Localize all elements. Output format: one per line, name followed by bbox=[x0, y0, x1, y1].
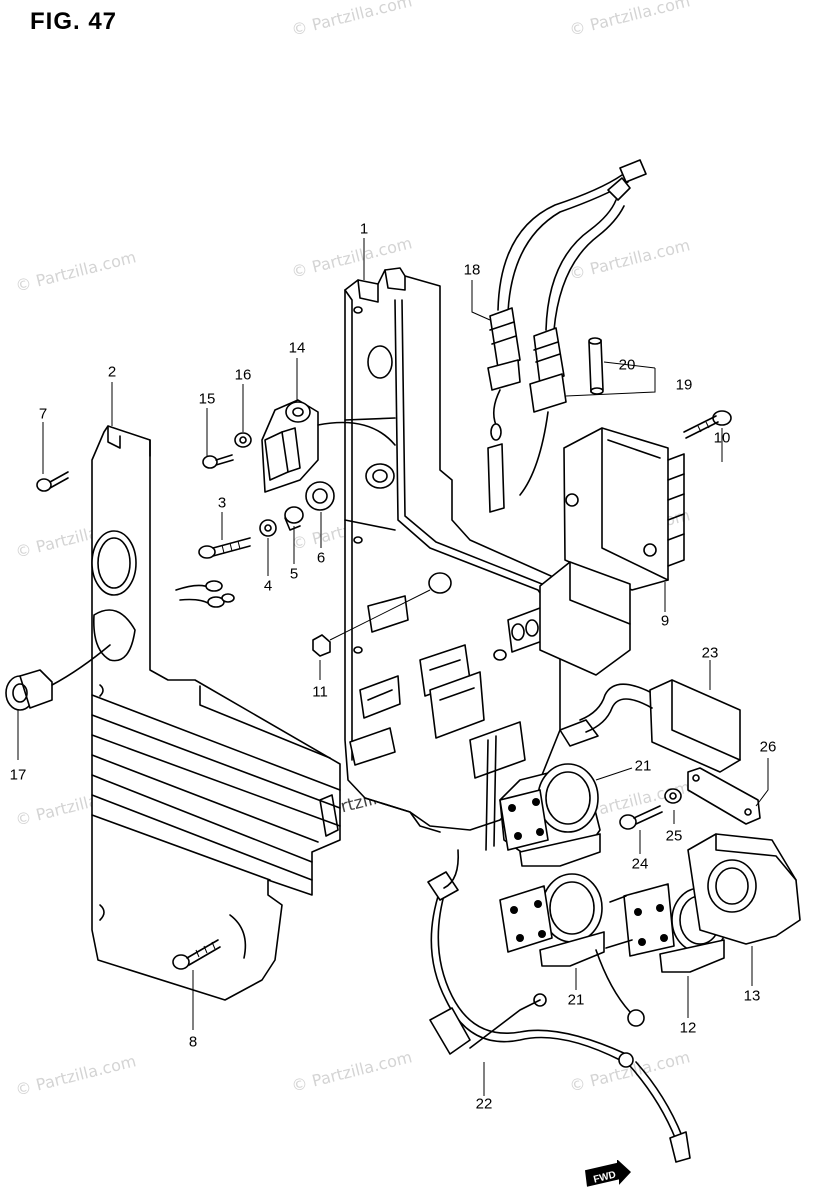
callout-8: 8 bbox=[188, 1033, 198, 1051]
callout-13: 13 bbox=[743, 987, 761, 1005]
collar-part-5 bbox=[285, 507, 303, 530]
callout-20: 20 bbox=[618, 356, 636, 374]
callout-2: 2 bbox=[107, 363, 117, 381]
washer-part-16 bbox=[235, 433, 251, 447]
callout-21-lower: 21 bbox=[567, 991, 585, 1009]
callout-21-upper: 21 bbox=[634, 757, 652, 775]
callout-19: 19 bbox=[675, 376, 693, 394]
callout-25: 25 bbox=[665, 827, 683, 845]
bolt-part-3 bbox=[199, 538, 250, 558]
cover-part-2 bbox=[92, 426, 340, 1000]
fuse-part-20 bbox=[589, 338, 603, 394]
callout-22: 22 bbox=[475, 1095, 493, 1113]
relay-part-21-lower bbox=[500, 874, 604, 966]
screw-part-24 bbox=[620, 806, 662, 829]
grommet-part-6 bbox=[306, 482, 334, 510]
screw-part-15 bbox=[203, 455, 233, 468]
callout-11: 11 bbox=[312, 683, 328, 701]
fwd-arrow-icon: FWD bbox=[585, 1160, 631, 1187]
callout-24: 24 bbox=[631, 855, 649, 873]
callout-6: 6 bbox=[316, 549, 326, 567]
fuse-harness-part-18-19 bbox=[488, 160, 646, 512]
callout-10: 10 bbox=[713, 429, 731, 447]
wire-terminals bbox=[176, 581, 234, 607]
callout-18: 18 bbox=[463, 261, 481, 279]
nut-part-11 bbox=[313, 635, 330, 656]
callout-5: 5 bbox=[289, 565, 299, 583]
strap-part-26 bbox=[688, 768, 760, 824]
module-block bbox=[540, 562, 630, 675]
callout-15: 15 bbox=[198, 390, 216, 408]
wire bbox=[494, 736, 496, 846]
leader-lines bbox=[18, 238, 768, 1096]
callout-4: 4 bbox=[263, 577, 273, 595]
bracket-part-1 bbox=[345, 268, 560, 832]
wire bbox=[486, 740, 488, 850]
callout-1: 1 bbox=[359, 220, 369, 238]
relay-part-21-upper bbox=[500, 764, 600, 866]
fwd-label: FWD bbox=[592, 1170, 617, 1186]
callout-7: 7 bbox=[38, 405, 48, 423]
screw-part-8 bbox=[173, 940, 220, 969]
washer-part-4 bbox=[260, 520, 276, 536]
sensor-part-17 bbox=[6, 645, 110, 710]
figure-title: FIG. 47 bbox=[30, 8, 118, 35]
screw-part-10 bbox=[684, 411, 731, 438]
mount-part-14 bbox=[262, 400, 395, 492]
callout-16: 16 bbox=[234, 366, 252, 384]
washer-part-25 bbox=[665, 789, 681, 803]
screw-part-7 bbox=[37, 472, 68, 491]
callout-12: 12 bbox=[679, 1019, 697, 1037]
callout-14: 14 bbox=[288, 339, 306, 357]
callout-9: 9 bbox=[660, 612, 670, 630]
callout-23: 23 bbox=[701, 644, 719, 662]
unit-part-23 bbox=[560, 680, 740, 772]
callout-3: 3 bbox=[217, 494, 227, 512]
rectifier-part-9 bbox=[564, 428, 684, 590]
wire-lead-part-22 bbox=[428, 850, 690, 1162]
callout-26: 26 bbox=[759, 738, 777, 756]
callout-17: 17 bbox=[9, 766, 27, 784]
cover-part-13 bbox=[688, 834, 800, 944]
